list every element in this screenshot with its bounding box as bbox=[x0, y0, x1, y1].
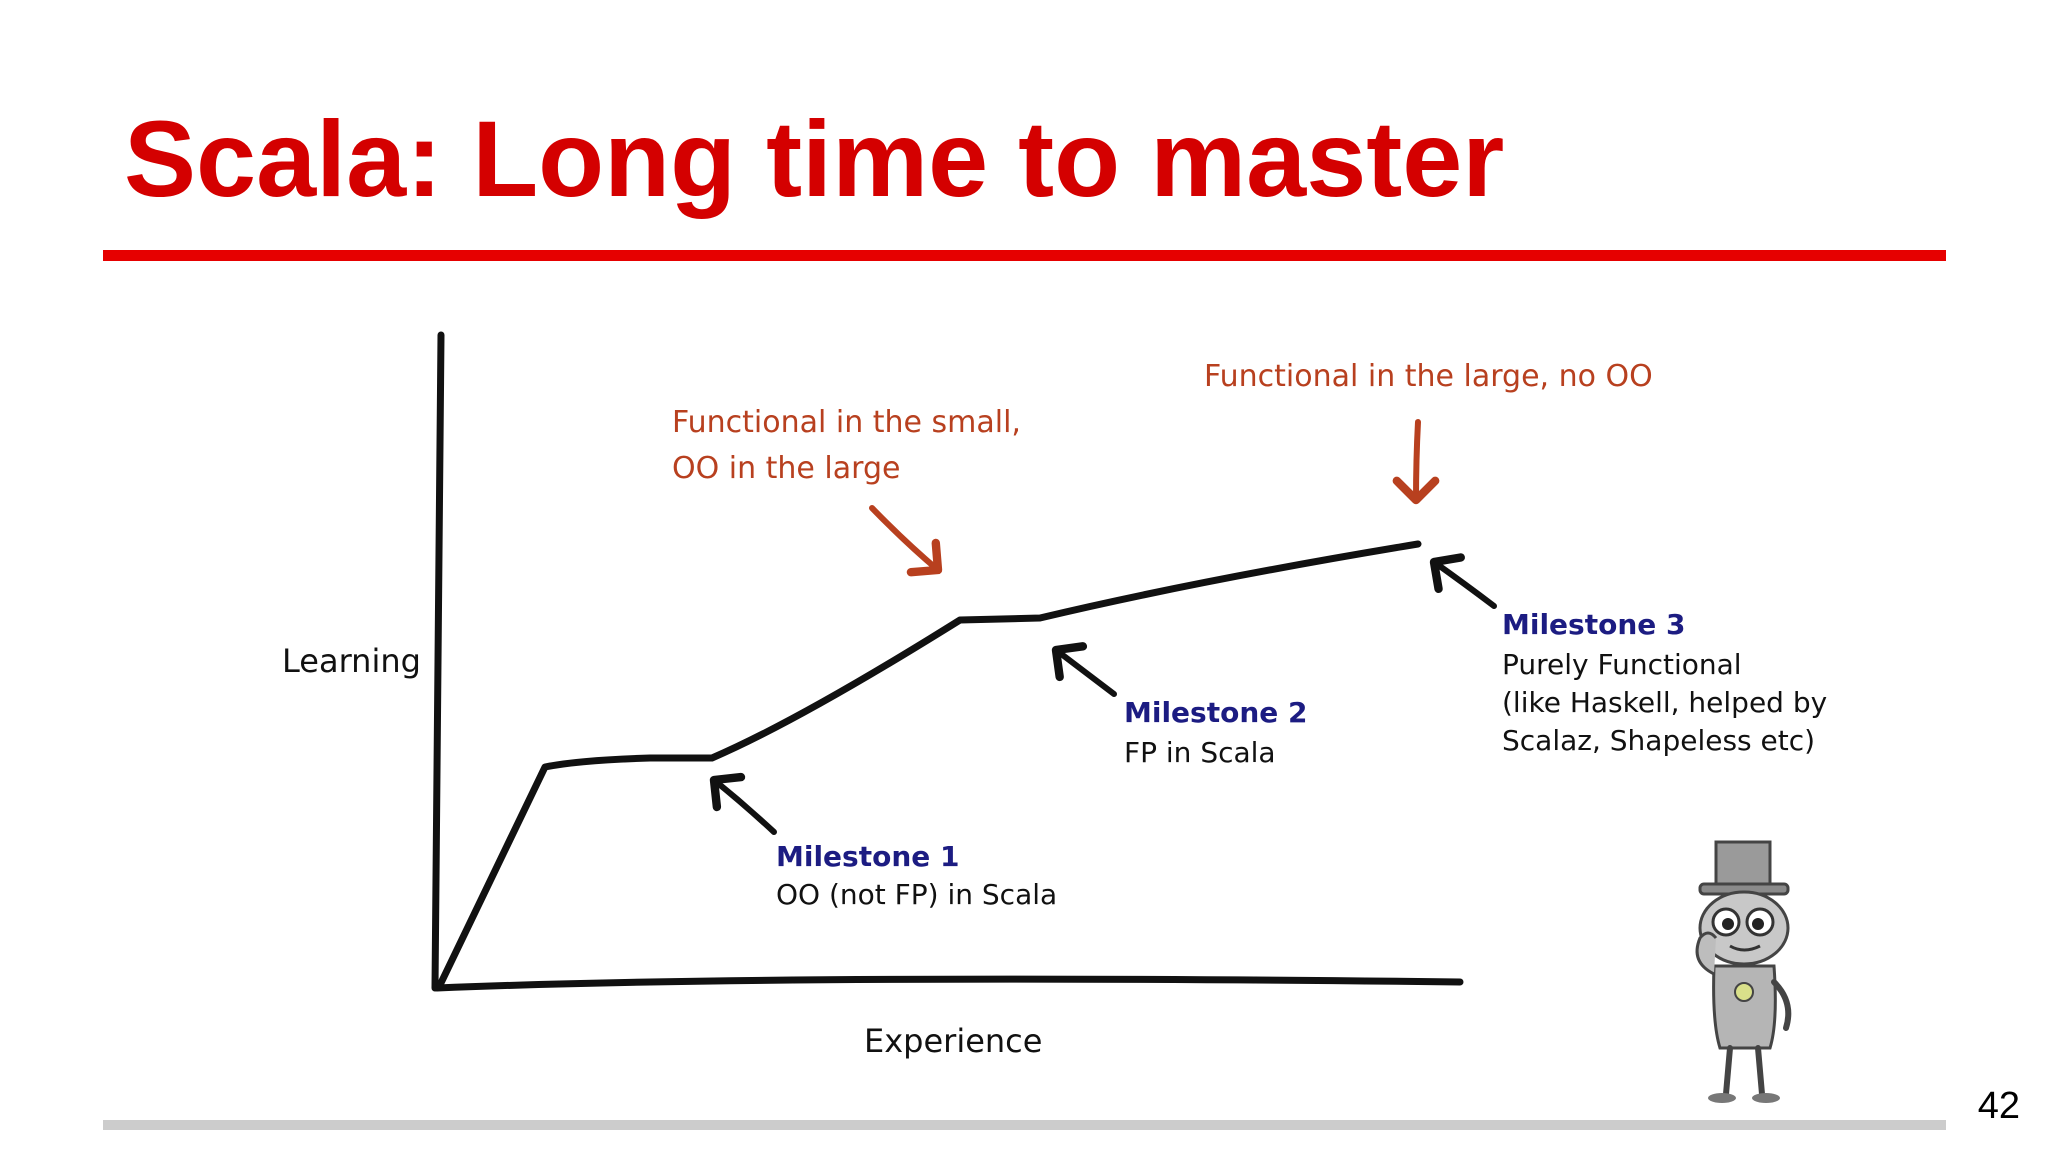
milestone-2-title: Milestone 2 bbox=[1124, 696, 1308, 729]
mascot-illustration bbox=[1695, 840, 1792, 1103]
page-number: 42 bbox=[1977, 1085, 2020, 1127]
annotation-functional-small-line1: Functional in the small, bbox=[672, 405, 1021, 440]
y-axis-label: Learning bbox=[282, 642, 421, 680]
learning-curve bbox=[436, 540, 1422, 989]
title-underline bbox=[103, 250, 1946, 261]
x-axis bbox=[433, 975, 1464, 992]
milestone-1-title: Milestone 1 bbox=[776, 840, 960, 873]
annotation-functional-large: Functional in the large, no OO bbox=[1204, 359, 1653, 394]
arrow-to-plateau-2 bbox=[869, 505, 943, 577]
milestone-2-arrow bbox=[1051, 642, 1117, 697]
milestone-3-line-3: Scalaz, Shapeless etc) bbox=[1502, 724, 1815, 757]
x-axis-label: Experience bbox=[864, 1022, 1042, 1060]
y-axis bbox=[431, 331, 445, 992]
footer-rule bbox=[103, 1120, 1946, 1130]
milestone-1-desc: OO (not FP) in Scala bbox=[776, 878, 1057, 911]
milestone-3-line-1: Purely Functional bbox=[1502, 648, 1742, 681]
milestone-2-desc: FP in Scala bbox=[1124, 736, 1276, 769]
milestone-3-title: Milestone 3 bbox=[1502, 608, 1686, 641]
milestone-1-arrow bbox=[709, 772, 777, 835]
arrow-to-top bbox=[1392, 419, 1440, 505]
slide-title: Scala: Long time to master bbox=[124, 98, 1505, 219]
annotation-functional-small-line2: OO in the large bbox=[672, 451, 900, 486]
milestone-3-line-2: (like Haskell, helped by bbox=[1502, 686, 1827, 719]
milestone-3-arrow bbox=[1429, 553, 1497, 609]
